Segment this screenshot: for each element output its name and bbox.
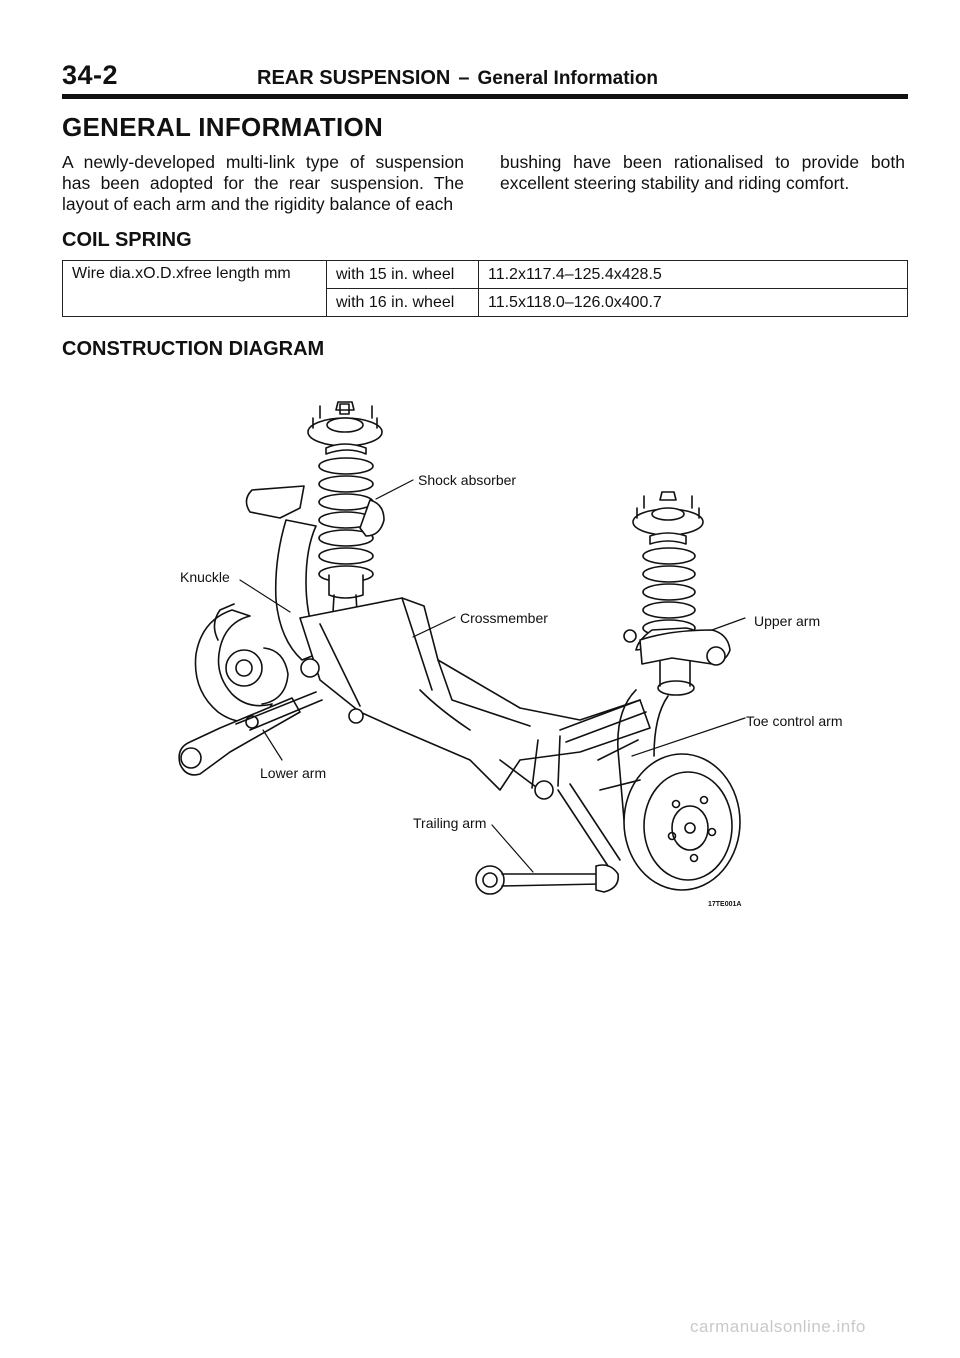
intro-paragraph-left: A newly-developed multi-link type of sus…: [62, 152, 464, 214]
section-title: REAR SUSPENSION–General Information: [257, 67, 658, 90]
spec-condition-cell: with 15 in. wheel: [326, 260, 479, 289]
spec-condition-cell: with 16 in. wheel: [326, 288, 479, 317]
upper-arm-drawing: [623, 629, 731, 666]
coil-spring-spec-table: Wire dia.xO.D.xfree length mm with 15 in…: [62, 260, 908, 317]
left-shock-absorber-drawing: [307, 401, 383, 659]
label-shock-absorber: Shock absorber: [418, 472, 516, 488]
page-number: 34-2: [62, 60, 119, 90]
table-row: Wire dia.xO.D.xfree length mm with 15 in…: [62, 260, 908, 317]
trailing-arm-drawing: [475, 783, 621, 895]
spec-value-cell: 11.5x118.0–126.0x400.7: [478, 288, 908, 317]
spec-value-cell: 11.2x117.4–125.4x428.5: [478, 260, 908, 289]
crossmember-drawing: [299, 597, 651, 800]
label-trailing-arm: Trailing arm: [413, 815, 486, 831]
construction-diagram-heading: CONSTRUCTION DIAGRAM: [62, 338, 325, 360]
right-shock-absorber-drawing: [632, 491, 707, 696]
section-name: REAR SUSPENSION: [257, 67, 451, 89]
subsection-name: General Information: [477, 68, 659, 89]
spec-label-cell: Wire dia.xO.D.xfree length mm: [62, 260, 327, 317]
coil-spring-heading: COIL SPRING: [62, 229, 192, 251]
label-knuckle: Knuckle: [180, 569, 230, 585]
watermark: carmanualsonline.info: [690, 1317, 866, 1336]
table-row: with 16 in. wheel 11.5x118.0–126.0x400.7: [63, 288, 908, 317]
label-lower-arm: Lower arm: [260, 765, 326, 781]
left-knuckle-drawing: [194, 485, 385, 723]
right-brake-disc-drawing: [597, 689, 741, 891]
label-toe-control-arm: Toe control arm: [746, 713, 842, 729]
page-header: 34-2 REAR SUSPENSION–General Information: [62, 60, 908, 99]
intro-paragraph-right: bushing have been rationalised to provid…: [500, 152, 905, 193]
label-crossmember: Crossmember: [460, 610, 548, 626]
general-information-heading: GENERAL INFORMATION: [62, 112, 384, 142]
toe-control-arm-drawing: [559, 699, 647, 743]
label-upper-arm: Upper arm: [754, 613, 820, 629]
lower-arm-drawing: [178, 691, 323, 776]
title-separator: –: [458, 67, 470, 89]
figure-code: 17TE001A: [708, 901, 741, 908]
